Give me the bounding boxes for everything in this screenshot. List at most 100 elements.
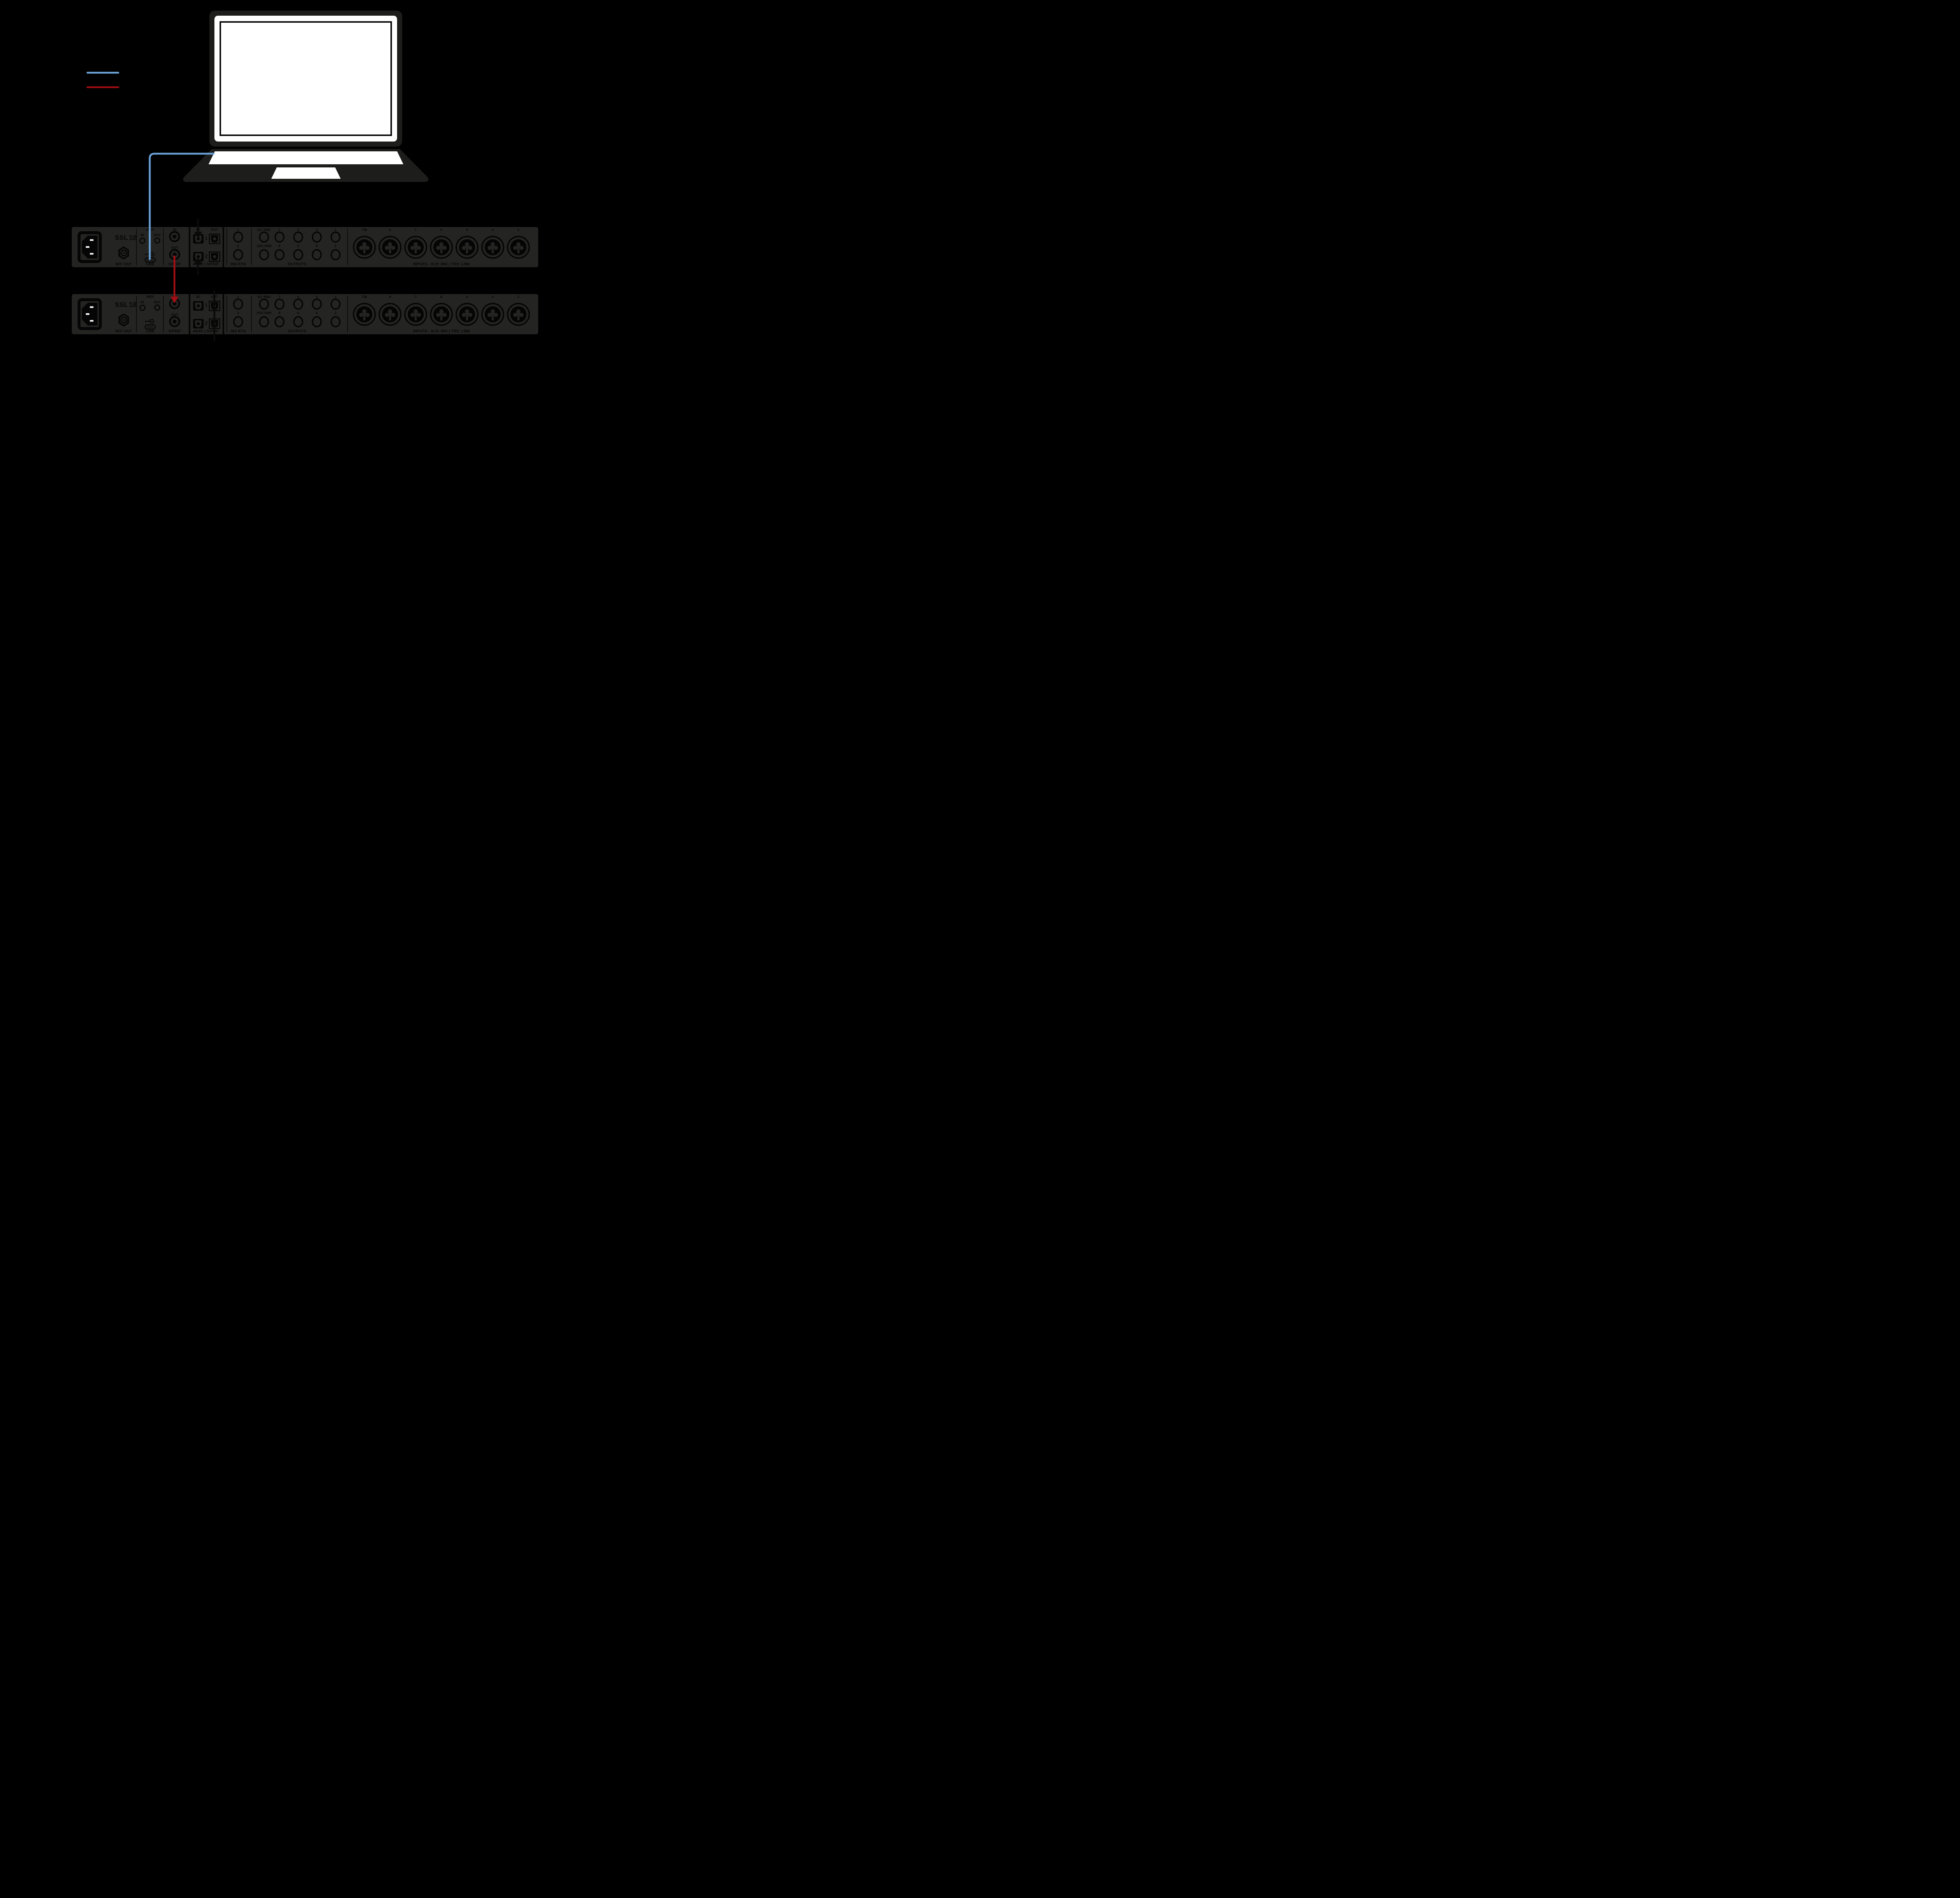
input-4-label: 4	[492, 295, 494, 299]
combo-input-jack	[430, 303, 453, 326]
divider	[136, 296, 137, 332]
outputs-section: 9/1 SND 7 5 3 1 10/2 SND 8 6 4 2 OUTPUTS	[256, 295, 341, 334]
combo-input-jack	[378, 236, 401, 259]
input-4-label: 4	[492, 228, 494, 232]
input-tb-label: T/B	[361, 295, 367, 299]
combo-input-jack	[430, 236, 453, 259]
inputs-section: T/B 8 7 6 5 4 3 INPUTS - XLR: MIC | TRS:…	[352, 295, 530, 334]
input-5-label: 5	[466, 228, 468, 232]
divider	[163, 296, 164, 332]
power-inlet-icon	[77, 298, 102, 330]
optical-in-header: IN	[196, 295, 200, 299]
divider-thick	[189, 227, 190, 267]
optical-label: ADAT | S/PDIF	[193, 329, 219, 334]
output-9-1-snd-label: 9/1 SND	[257, 228, 270, 232]
laptop-keyboard	[209, 151, 403, 164]
laptop	[183, 11, 428, 182]
ins-rtn-label: INS RTN	[230, 262, 245, 267]
usb-label: USB	[146, 262, 154, 267]
input-5-label: 5	[466, 295, 468, 299]
output-7-label: 7	[278, 295, 280, 299]
inputs-label: INPUTS - XLR: MIC | TRS: LINE	[413, 329, 470, 334]
midi-in-label: IN	[140, 233, 144, 237]
divider	[251, 296, 252, 332]
midi-in-label: IN	[140, 300, 144, 304]
usb-label: USB	[146, 329, 154, 334]
spdif-in-label: IN	[173, 295, 176, 299]
divider	[251, 229, 252, 265]
divider-thick	[189, 294, 190, 334]
rack-panel	[71, 294, 538, 334]
input-3-label: 3	[517, 228, 519, 232]
ins-rtn-2-label: 2	[237, 244, 239, 248]
combo-input-jack	[455, 236, 479, 259]
input-7-label: 7	[415, 295, 417, 299]
spdif-out-label: OUT	[171, 312, 178, 316]
output-7-label: 7	[278, 228, 280, 232]
combo-input-jack	[378, 303, 401, 326]
ins-rtn-1-label: 1	[237, 228, 239, 232]
optical-in-1-port	[193, 234, 203, 244]
combo-input-jack	[455, 303, 479, 326]
divider	[347, 229, 348, 265]
output-6-label: 6	[297, 244, 299, 248]
ins-rtn-label: INS RTN	[230, 329, 245, 334]
midi-header: MIDI	[146, 228, 154, 232]
combo-input-jack	[404, 303, 427, 326]
word-clock-bnc-icon	[118, 246, 129, 260]
usb-icon	[145, 319, 155, 324]
output-6-label: 6	[297, 311, 299, 315]
optical-in-2-port	[193, 252, 203, 262]
laptop-screen	[209, 11, 402, 147]
spdif-label: S/PDIF	[168, 329, 181, 334]
optical-in-header: IN	[196, 228, 200, 232]
output-10-2-snd-label: 10/2 SND	[256, 244, 271, 248]
optical-in-1-port	[193, 301, 203, 311]
spdif-out-label: OUT	[171, 246, 178, 250]
legend-spdif-line	[86, 86, 120, 88]
output-3-label: 3	[316, 295, 318, 299]
input-7-label: 7	[415, 228, 417, 232]
output-10-2-snd-label: 10/2 SND	[256, 311, 271, 315]
wc-out-label: W/C OUT	[115, 262, 132, 267]
laptop-trackpad	[271, 167, 341, 179]
laptop-screen-frame	[214, 16, 397, 142]
combo-input-jack	[352, 236, 376, 259]
outputs-section: 9/1 SND 7 5 3 1 10/2 SND 8 6 4 2 OUTPUTS	[256, 228, 341, 267]
divider	[226, 296, 227, 332]
output-1-label: 1	[334, 228, 336, 232]
spdif-in-label: IN	[173, 228, 176, 232]
output-8-label: 8	[278, 311, 280, 315]
divider	[347, 296, 348, 332]
output-4-label: 4	[316, 244, 318, 248]
optical-ch2-label: 2	[205, 254, 207, 259]
input-8-label: 8	[389, 295, 391, 299]
outputs-label: OUTPUTS	[288, 329, 306, 334]
output-5-label: 5	[297, 228, 299, 232]
combo-input-jack	[404, 236, 427, 259]
input-8-label: 8	[389, 228, 391, 232]
optical-ch1-label: 1	[205, 236, 207, 241]
output-2-label: 2	[334, 244, 336, 248]
combo-input-jack	[481, 236, 504, 259]
divider-thick	[222, 227, 224, 267]
combo-input-jack	[352, 303, 376, 326]
combo-input-jack	[506, 303, 530, 326]
laptop-display	[220, 21, 392, 136]
divider-thick	[222, 294, 224, 334]
inputs-label: INPUTS - XLR: MIC | TRS: LINE	[413, 262, 470, 267]
divider	[136, 229, 137, 265]
ins-rtn-1-label: 1	[237, 295, 239, 299]
optical-label: ADAT | S/PDIF	[193, 262, 219, 267]
output-2-label: 2	[334, 311, 336, 315]
ins-rtn-2-label: 2	[237, 311, 239, 315]
output-8-label: 8	[278, 244, 280, 248]
divider	[163, 229, 164, 265]
output-9-1-snd-label: 9/1 SND	[257, 295, 270, 299]
input-6-label: 6	[440, 295, 442, 299]
optical-out-header: OUT	[211, 228, 218, 232]
midi-header: MIDI	[146, 295, 154, 299]
combo-input-jack	[481, 303, 504, 326]
